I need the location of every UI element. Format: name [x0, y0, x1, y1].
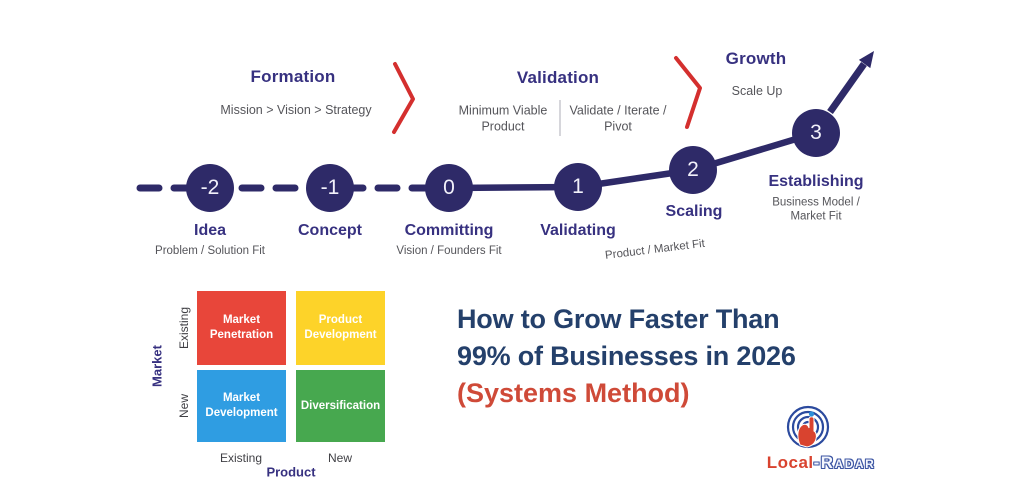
stage-number: -2	[200, 176, 220, 199]
phase-sub-formation: Mission > Vision > Strategy	[220, 103, 372, 118]
timeline-solid-segment	[448, 129, 817, 192]
stage-name-scaling: Scaling	[665, 203, 723, 220]
matrix-row-label-new: New	[177, 393, 191, 419]
phase-label-formation: Formation	[250, 67, 336, 86]
matrix-quadrant-product-development: Product Development	[296, 291, 385, 365]
stage-sub-establishing: Business Model / Market Fit	[772, 196, 860, 223]
stage-circle-concept	[306, 164, 354, 212]
headline-line-2: 99% of Businesses in 2026	[457, 341, 796, 371]
logo-text-local: Local	[766, 453, 814, 472]
local-radar-logo-text: Local-Radar	[767, 453, 876, 473]
hand-icon	[797, 411, 817, 448]
stage-name-validating: Validating	[540, 222, 616, 239]
matrix-row-label-existing: Existing	[177, 306, 191, 350]
local-radar-logo-icon	[786, 405, 830, 449]
stage-circle-committing	[425, 164, 473, 212]
matrix-quadrant-diversification: Diversification	[296, 370, 385, 442]
stage-number: 2	[687, 158, 699, 181]
quadrant-label: Diversification	[300, 399, 381, 412]
stage-circle-validating	[554, 163, 602, 211]
headline-accent: (Systems Method)	[457, 378, 690, 408]
stage-circle-scaling	[669, 146, 717, 194]
phase-sub-validation-right: Validate / Iterate / Pivot	[569, 103, 667, 133]
stage-number: 0	[443, 176, 455, 199]
phase-label-validation: Validation	[516, 68, 600, 87]
stage-circle-idea	[186, 164, 234, 212]
headline-line-1: How to Grow Faster Than	[457, 304, 780, 334]
stage-name-concept: Concept	[298, 222, 362, 239]
headline: How to Grow Faster Than 99% of Businesse…	[457, 301, 857, 412]
stage-sub-idea: Problem / Solution Fit	[155, 244, 265, 257]
chevron-divider-icon-2	[674, 56, 702, 129]
matrix-quadrant-market-penetration: Market Penetration	[197, 291, 286, 365]
logo-text-radar: -Radar	[813, 453, 876, 472]
stage-circle-establishing	[792, 109, 840, 157]
matrix-y-axis-label: Market	[149, 345, 165, 387]
chevron-divider-icon-1	[392, 62, 415, 134]
quadrant-label: Market Development	[205, 392, 278, 419]
matrix-x-axis-label: Product	[266, 464, 316, 480]
stage-name-committing: Committing	[404, 222, 494, 239]
quadrant-label: Product Development	[304, 314, 377, 341]
stage-number: 1	[572, 175, 584, 198]
growth-arrow-shaft	[827, 61, 867, 115]
growth-arrow-head-icon	[858, 51, 874, 69]
phase-label-growth: Growth	[725, 49, 787, 68]
stage-name-establishing: Establishing	[768, 173, 864, 190]
matrix-col-label-existing: Existing	[219, 451, 263, 465]
quadrant-label: Market Penetration	[209, 314, 274, 341]
phase-sub-growth: Scale Up	[731, 84, 783, 99]
stage-name-idea: Idea	[193, 222, 227, 239]
stage-sub-committing: Vision / Founders Fit	[396, 244, 502, 257]
stage-number: -1	[320, 176, 340, 199]
matrix-quadrant-market-development: Market Development	[197, 370, 286, 442]
stage-number: 3	[810, 121, 822, 144]
matrix-col-label-new: New	[327, 451, 353, 465]
phase-sub-validation-left: Minimum Viable Product	[458, 103, 548, 133]
